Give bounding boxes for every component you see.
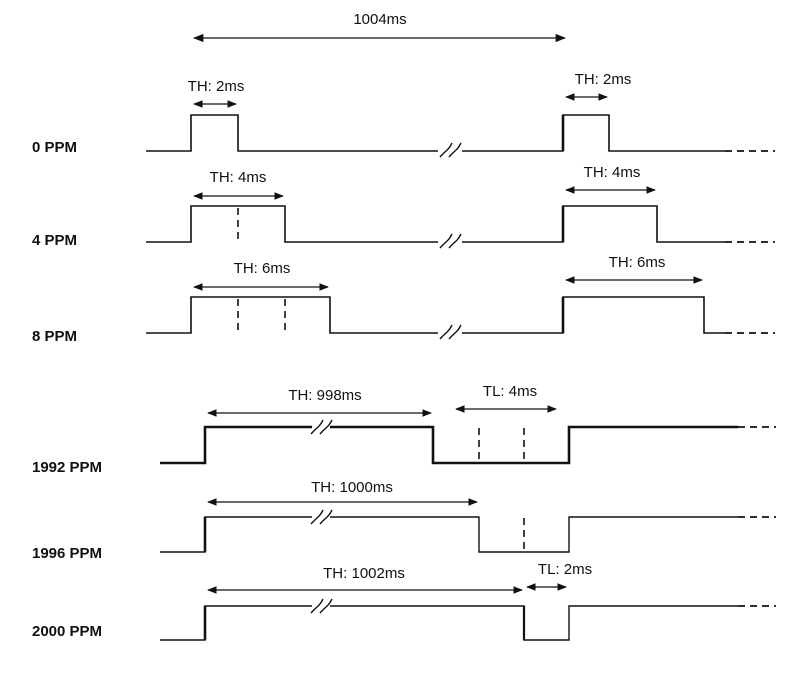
- row-label: 0 PPM: [32, 139, 77, 156]
- break-symbol: [439, 324, 462, 340]
- dimension-label: TH: 6ms: [609, 254, 666, 271]
- period-dimension: 1004ms: [192, 11, 567, 43]
- waveform-row-4ppm: 4 PPM TH: 4ms TH: 4ms: [32, 164, 775, 249]
- waveform-row-1992ppm: 1992 PPM TH: 998ms TL: 4ms: [32, 383, 776, 476]
- waveform-row-8ppm: 8 PPM TH: 6ms TH: 6ms: [32, 254, 775, 345]
- dimension-label: TH: 1002ms: [323, 565, 405, 582]
- dimension-label: TH: 4ms: [584, 164, 641, 181]
- dimension-label: TH: 6ms: [234, 260, 291, 277]
- break-symbol: [310, 598, 333, 614]
- dimension-label: TL: 2ms: [538, 561, 592, 578]
- row-label: 1992 PPM: [32, 459, 102, 476]
- period-label: 1004ms: [353, 11, 406, 28]
- waveform-row-2000ppm: 2000 PPM TH: 1002ms TL: 2ms: [32, 561, 776, 641]
- row-label: 8 PPM: [32, 328, 77, 345]
- dimension-label: TL: 4ms: [483, 383, 537, 400]
- dimension-label: TH: 2ms: [575, 71, 632, 88]
- row-label: 1996 PPM: [32, 545, 102, 562]
- break-symbol: [439, 233, 462, 249]
- break-symbol: [439, 142, 462, 158]
- dimension-label: TH: 2ms: [188, 78, 245, 95]
- row-label: 4 PPM: [32, 232, 77, 249]
- row-label: 2000 PPM: [32, 623, 102, 640]
- dimension-label: TH: 4ms: [210, 169, 267, 186]
- dimension-label: TH: 1000ms: [311, 479, 393, 496]
- waveform-row-1996ppm: 1996 PPM TH: 1000ms: [32, 479, 776, 562]
- waveform-row-0ppm: 0 PPM TH: 2ms TH: 2ms: [32, 71, 775, 158]
- dimension-label: TH: 998ms: [288, 387, 361, 404]
- break-symbol: [310, 509, 333, 525]
- break-symbol: [310, 419, 333, 435]
